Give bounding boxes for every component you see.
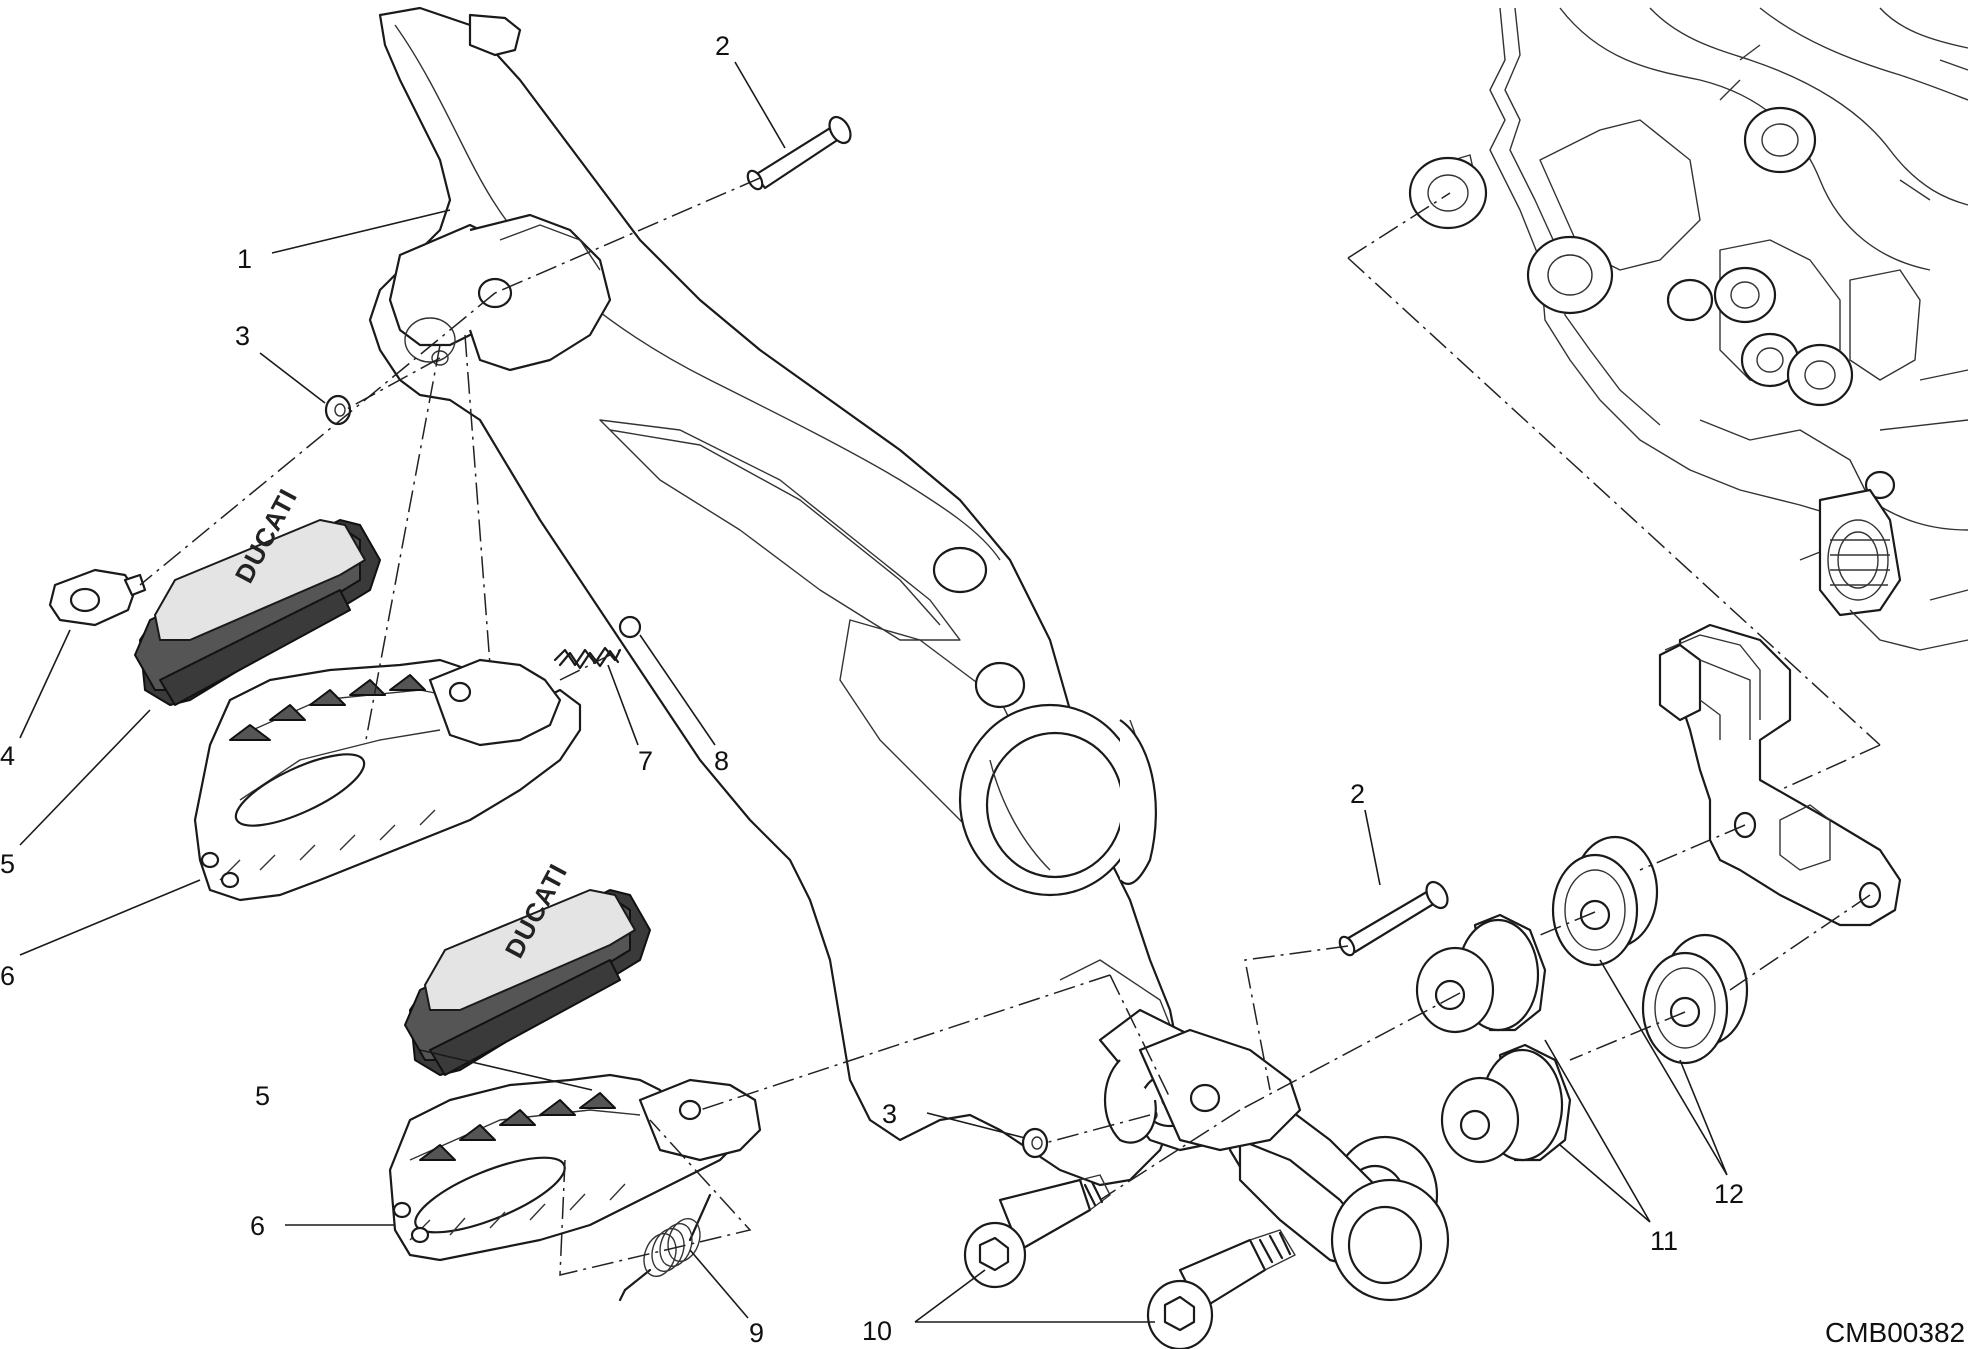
grommet-lower xyxy=(1641,933,1749,1065)
footpeg-bracket xyxy=(368,6,1450,1302)
torsion-spring-part-9 xyxy=(618,1193,712,1302)
circlip-lower xyxy=(1021,1127,1049,1159)
callout-12: 12 xyxy=(1714,1179,1744,1209)
callout-6-upper: 6 xyxy=(0,961,15,991)
spring-part-7 xyxy=(553,646,622,670)
callout-2-upper: 2 xyxy=(715,31,730,61)
callout-1: 1 xyxy=(237,244,252,274)
leader-lines xyxy=(19,61,1728,1323)
callout-7: 7 xyxy=(638,746,653,776)
callout-5-lower: 5 xyxy=(255,1081,270,1111)
grommet-upper xyxy=(1551,835,1659,967)
callout-11: 11 xyxy=(1650,1226,1678,1256)
callout-labels: 1 2 2 3 3 4 5 5 6 6 7 8 9 10 11 12 xyxy=(0,31,1744,1348)
washer-part-4 xyxy=(48,568,147,627)
callout-3-upper: 3 xyxy=(235,321,250,351)
callout-6-lower: 6 xyxy=(250,1211,265,1241)
footpeg-lower xyxy=(388,1073,762,1262)
engine-casing xyxy=(1408,7,1969,651)
mounting-plate xyxy=(1658,623,1902,927)
bolt-lower xyxy=(1146,1229,1296,1349)
pin-lower xyxy=(1338,880,1449,957)
spacer-upper xyxy=(1415,913,1547,1034)
rubber-pad-upper: DUCATI xyxy=(134,483,381,706)
callout-3-lower: 3 xyxy=(882,1099,897,1129)
callout-2-lower: 2 xyxy=(1350,779,1365,809)
diagram-code: CMB00382 xyxy=(1825,1317,1965,1348)
callout-8: 8 xyxy=(714,746,729,776)
callout-10: 10 xyxy=(862,1316,892,1346)
bolt-upper xyxy=(963,1174,1111,1289)
assembly-center-lines xyxy=(139,177,1881,1276)
rubber-pad-lower: DUCATI xyxy=(404,858,651,1076)
ball-part-8 xyxy=(618,615,642,639)
spacer-lower xyxy=(1440,1043,1572,1164)
footpeg-upper xyxy=(193,658,582,902)
pin-upper xyxy=(746,115,852,191)
callout-5-upper: 5 xyxy=(0,849,15,879)
circlip-upper xyxy=(324,394,352,426)
callout-9: 9 xyxy=(749,1318,764,1348)
callout-4: 4 xyxy=(0,741,15,771)
